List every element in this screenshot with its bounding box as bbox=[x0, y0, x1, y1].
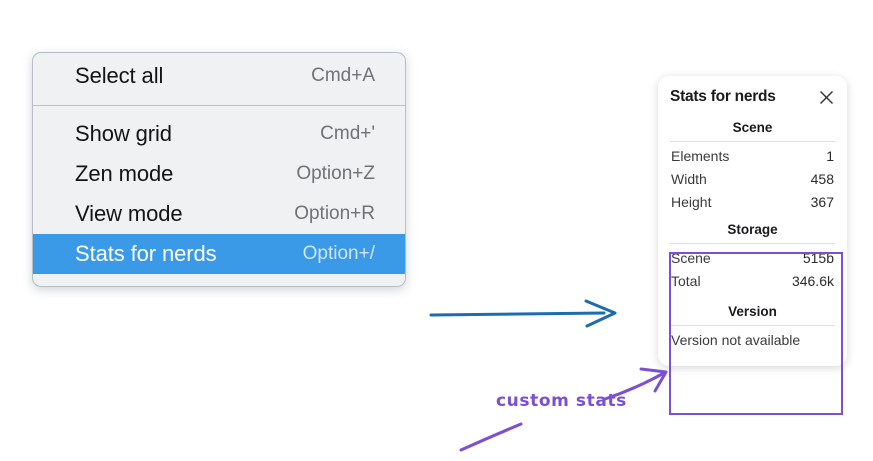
menu-item-shortcut: Option+R bbox=[294, 203, 375, 224]
stat-value: 346.6k bbox=[791, 272, 834, 289]
stat-label: Elements bbox=[671, 147, 730, 164]
menu-item-label: Stats for nerds bbox=[75, 241, 217, 266]
menu-item-shortcut: Option+Z bbox=[296, 163, 375, 184]
menu-item-label: Show grid bbox=[75, 121, 172, 146]
version-note: Version not available bbox=[671, 332, 801, 348]
stat-value: 458 bbox=[810, 170, 834, 187]
menu-item-select-all[interactable]: Select all Cmd+A bbox=[33, 56, 405, 96]
menu-item-zen-mode[interactable]: Zen mode Option+Z bbox=[33, 154, 405, 194]
stats-section-version: Version Version not available bbox=[670, 304, 835, 352]
section-header: Scene bbox=[732, 120, 773, 135]
custom-stats-annotation-label: custom stats bbox=[496, 391, 627, 411]
menu-item-show-grid[interactable]: Show grid Cmd+' bbox=[33, 114, 405, 154]
stat-label: Height bbox=[671, 193, 712, 210]
stat-value: 1 bbox=[826, 147, 834, 164]
stat-value: 515b bbox=[802, 249, 834, 266]
menu-item-stats-for-nerds[interactable]: Stats for nerds Option+/ bbox=[33, 234, 405, 274]
stats-for-nerds-panel: Stats for nerds Scene Elements 1 Width 4… bbox=[658, 76, 847, 366]
menu-item-view-mode[interactable]: View mode Option+R bbox=[33, 194, 405, 234]
stats-section-storage: Storage Scene 515b Total 346.6k bbox=[670, 222, 835, 292]
section-divider bbox=[670, 141, 835, 142]
menu-section-2: Show grid Cmd+' Zen mode Option+Z View m… bbox=[33, 114, 405, 274]
menu-separator bbox=[33, 105, 405, 106]
menu-item-shortcut: Cmd+A bbox=[311, 65, 375, 86]
section-divider bbox=[670, 325, 835, 326]
stat-row: Total 346.6k bbox=[670, 269, 835, 292]
stat-label: Scene bbox=[671, 249, 711, 266]
menu-item-shortcut: Cmd+' bbox=[320, 123, 375, 144]
menu-item-label: View mode bbox=[75, 201, 183, 226]
section-divider bbox=[670, 243, 835, 244]
stat-row: Elements 1 bbox=[670, 144, 835, 167]
stats-section-scene: Scene Elements 1 Width 458 Height 367 bbox=[670, 120, 835, 213]
stat-row: Width 458 bbox=[670, 167, 835, 190]
close-icon[interactable] bbox=[818, 89, 835, 106]
stat-row: Height 367 bbox=[670, 190, 835, 213]
panel-titlebar: Stats for nerds bbox=[670, 88, 835, 106]
stat-value: 367 bbox=[810, 193, 834, 210]
annotation-underline-stroke bbox=[459, 422, 523, 452]
stat-label: Total bbox=[671, 272, 701, 289]
menu-item-shortcut: Option+/ bbox=[302, 243, 375, 264]
menu-item-label: Select all bbox=[75, 63, 164, 88]
section-header: Storage bbox=[727, 222, 778, 237]
flow-arrow-icon bbox=[429, 299, 617, 328]
canvas-context-menu[interactable]: Select all Cmd+A Show grid Cmd+' Zen mod… bbox=[32, 52, 406, 287]
stat-row: Scene 515b bbox=[670, 246, 835, 269]
menu-section-1: Select all Cmd+A bbox=[33, 56, 405, 96]
panel-title: Stats for nerds bbox=[670, 88, 776, 105]
menu-item-label: Zen mode bbox=[75, 161, 174, 186]
stat-label: Width bbox=[671, 170, 707, 187]
section-header: Version bbox=[728, 304, 777, 319]
